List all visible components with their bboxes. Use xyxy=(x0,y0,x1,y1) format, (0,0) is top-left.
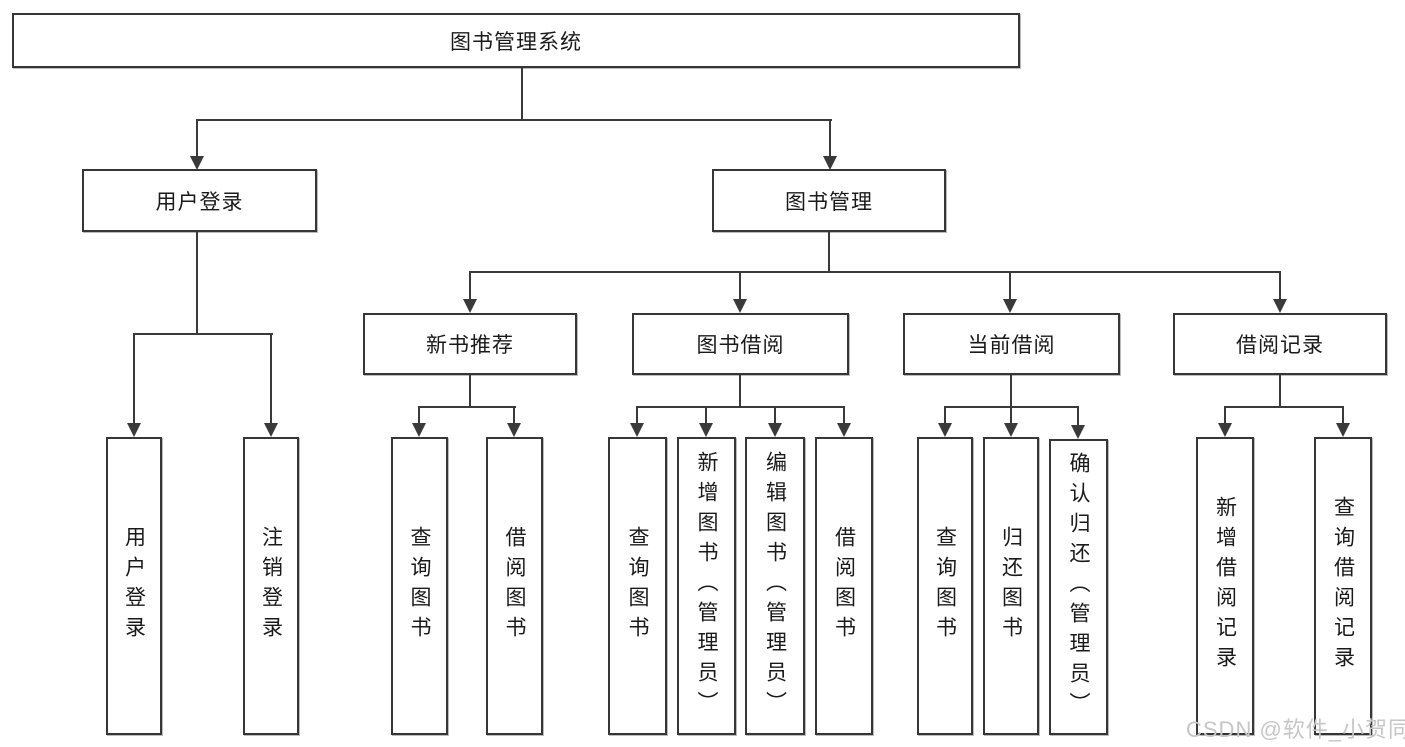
connector-crossbar xyxy=(1225,406,1344,408)
connector-stem xyxy=(1010,375,1012,408)
leaf-node-return-books: 归还图书 xyxy=(983,437,1039,735)
connector-stem xyxy=(739,375,741,408)
leaf-node-query-books: 查询图书 xyxy=(917,437,973,735)
node-label: 归还图书 xyxy=(999,526,1023,646)
arrowhead-down-icon xyxy=(1071,425,1085,439)
connector-shaft xyxy=(843,406,845,424)
node-current-borrowing: 当前借阅 xyxy=(903,313,1120,375)
node-label: 查询图书 xyxy=(933,526,957,646)
connector-shaft xyxy=(418,406,420,424)
connector-shaft xyxy=(1224,406,1226,424)
connector-shaft xyxy=(1077,406,1079,426)
connector-shaft xyxy=(636,406,638,424)
arrowhead-down-icon xyxy=(463,299,477,313)
arrowhead-down-icon xyxy=(1273,299,1287,313)
node-label: 图书管理系统 xyxy=(450,30,582,54)
arrowhead-down-icon xyxy=(264,423,278,437)
leaf-node-query-books: 查询图书 xyxy=(391,437,448,735)
node-label: 查询图书 xyxy=(408,526,431,646)
connector-shaft xyxy=(1342,406,1344,424)
node-new-book-recommend: 新书推荐 xyxy=(363,313,577,375)
connector-shaft xyxy=(196,119,198,157)
node-user-login: 用户登录 xyxy=(82,169,317,232)
arrowhead-down-icon xyxy=(837,423,851,437)
node-label: 当前借阅 xyxy=(967,334,1056,357)
leaf-node-edit-books-admin: 编辑图书（管理员） xyxy=(745,437,805,735)
arrowhead-down-icon xyxy=(1218,423,1232,437)
arrowhead-down-icon xyxy=(768,423,782,437)
leaf-node-query-borrow-record: 查询借阅记录 xyxy=(1314,437,1372,735)
leaf-node-add-borrow-record: 新增借阅记录 xyxy=(1196,437,1254,735)
arrowhead-down-icon xyxy=(1336,423,1350,437)
connector-shaft xyxy=(469,271,471,299)
arrowhead-down-icon xyxy=(1004,423,1018,437)
leaf-node-confirm-return-admin: 确认归还（管理员） xyxy=(1049,439,1108,735)
arrowhead-down-icon xyxy=(1003,299,1017,313)
arrowhead-down-icon xyxy=(938,423,952,437)
connector-stem xyxy=(469,375,471,408)
node-label: 确认归还（管理员） xyxy=(1067,452,1090,722)
leaf-node-borrow-books: 借阅图书 xyxy=(486,437,543,735)
connector-shaft xyxy=(513,406,515,424)
connector-root-crossbar xyxy=(197,119,832,121)
node-label: 新增借阅记录 xyxy=(1213,496,1237,676)
node-label: 新增图书（管理员） xyxy=(695,451,718,721)
connector-shaft xyxy=(1010,406,1012,424)
node-label: 图书借阅 xyxy=(696,334,785,357)
connector-crossbar xyxy=(637,406,845,408)
node-label: 查询图书 xyxy=(626,526,649,646)
arrowhead-down-icon xyxy=(733,299,747,313)
node-label: 编辑图书（管理员） xyxy=(763,451,787,721)
connector-shaft xyxy=(829,119,831,157)
arrowhead-down-icon xyxy=(127,423,141,437)
arrowhead-down-icon xyxy=(699,423,713,437)
node-label: 注销登录 xyxy=(259,526,283,646)
arrowhead-down-icon xyxy=(823,156,837,170)
connector-stem xyxy=(196,232,198,335)
node-label: 查询借阅记录 xyxy=(1331,496,1355,676)
node-label: 图书管理 xyxy=(785,190,873,214)
node-root-library-system: 图书管理系统 xyxy=(12,13,1020,68)
connector-shaft xyxy=(944,406,946,424)
connector-crossbar xyxy=(945,406,1079,408)
node-book-borrowing: 图书借阅 xyxy=(632,313,849,375)
leaf-node-add-books-admin: 新增图书（管理员） xyxy=(677,437,736,735)
connector-crossbar xyxy=(419,406,516,408)
node-borrow-records: 借阅记录 xyxy=(1173,313,1387,375)
csdn-watermark: CSDN @软件_小贺同学 xyxy=(1186,717,1405,742)
connector-stem xyxy=(828,232,830,273)
connector-stem xyxy=(1279,375,1281,408)
connector-shaft xyxy=(1009,271,1011,299)
node-label: 新书推荐 xyxy=(426,334,514,357)
node-label: 借阅图书 xyxy=(503,526,526,646)
connector-shaft xyxy=(705,406,707,424)
arrowhead-down-icon xyxy=(412,423,426,437)
leaf-node-logout: 注销登录 xyxy=(243,437,299,735)
arrowhead-down-icon xyxy=(630,423,644,437)
connector-root-stem xyxy=(521,68,523,120)
connector-crossbar xyxy=(470,271,1281,273)
node-label: 用户登录 xyxy=(122,526,146,646)
connector-shaft xyxy=(133,333,135,423)
leaf-node-query-books: 查询图书 xyxy=(608,437,667,735)
leaf-node-borrow-books: 借阅图书 xyxy=(815,437,873,735)
connector-shaft xyxy=(774,406,776,424)
node-label: 借阅记录 xyxy=(1236,334,1324,357)
connector-crossbar xyxy=(134,333,273,335)
node-label: 用户登录 xyxy=(155,190,244,214)
leaf-node-user-login: 用户登录 xyxy=(106,437,162,735)
connector-shaft xyxy=(270,333,272,423)
node-book-management: 图书管理 xyxy=(712,169,946,232)
node-label: 借阅图书 xyxy=(832,526,856,646)
connector-shaft xyxy=(1279,271,1281,299)
arrowhead-down-icon xyxy=(190,156,204,170)
connector-shaft xyxy=(739,271,741,299)
arrowhead-down-icon xyxy=(507,423,521,437)
